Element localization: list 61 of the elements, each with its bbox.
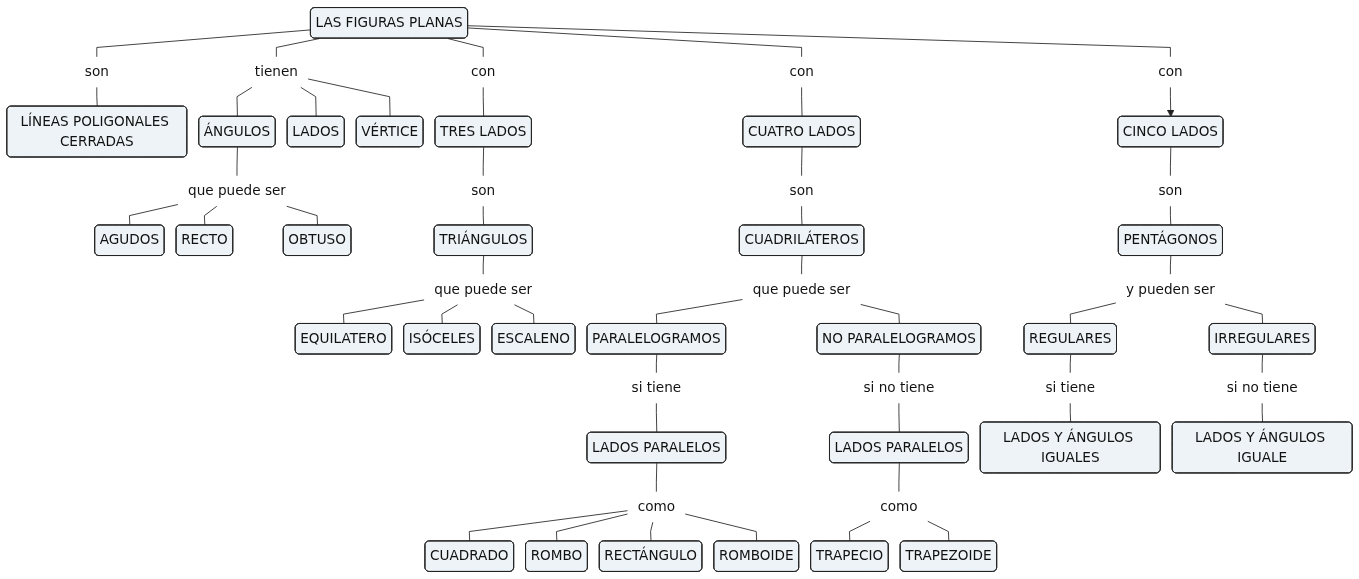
node-text: como [880, 498, 918, 515]
connector [514, 304, 535, 325]
connector [1069, 302, 1117, 325]
connector [467, 25, 1171, 58]
connector [1261, 354, 1264, 374]
connector [482, 255, 485, 275]
connector [898, 462, 900, 493]
node-text: con [471, 63, 496, 80]
connector [307, 78, 391, 118]
connector [684, 513, 758, 542]
node-text: son [789, 182, 814, 199]
connector [468, 510, 628, 542]
connector [1224, 303, 1264, 325]
connector [860, 304, 900, 325]
connector [482, 146, 485, 177]
connector [482, 205, 485, 226]
node-text: son [471, 182, 496, 199]
node-text: tienen [254, 63, 298, 80]
connector [96, 86, 98, 107]
node-text: son [84, 63, 109, 80]
node-text: que puede ser [752, 281, 851, 298]
connector [801, 255, 803, 275]
node-text: son [1158, 182, 1183, 199]
connector [467, 27, 803, 58]
node-text: si no tiene [1226, 379, 1298, 396]
node-text: si tiene [631, 379, 682, 396]
connector [801, 86, 803, 118]
node-text: con [1158, 63, 1183, 80]
connector [129, 204, 179, 226]
connector [203, 205, 218, 226]
connector [655, 299, 743, 325]
connector [801, 146, 803, 177]
connector [927, 520, 950, 542]
connector [482, 86, 485, 118]
connector [898, 354, 900, 374]
connector [655, 354, 658, 374]
connector [236, 146, 238, 177]
node-text: y pueden ser [1125, 281, 1215, 298]
connector [898, 402, 900, 434]
connector [96, 29, 312, 58]
connector [1069, 402, 1072, 423]
connector [801, 205, 803, 226]
connector [556, 513, 628, 542]
connector [1169, 146, 1172, 177]
connector [849, 520, 871, 542]
node-text: con [789, 63, 814, 80]
connector [1169, 205, 1172, 226]
node-text: si tiene [1045, 379, 1096, 396]
connector [1069, 354, 1072, 374]
connector [343, 299, 425, 325]
connector [650, 521, 654, 542]
node-text: que puede ser [434, 281, 533, 298]
connector [441, 304, 458, 325]
node-text: que puede ser [188, 182, 286, 199]
node-text: como [637, 498, 676, 515]
connector [1261, 402, 1264, 423]
node-text: si no tiene [863, 379, 935, 396]
connector [1169, 255, 1172, 275]
connector [655, 462, 658, 493]
connector [286, 205, 318, 226]
connector [655, 402, 658, 434]
